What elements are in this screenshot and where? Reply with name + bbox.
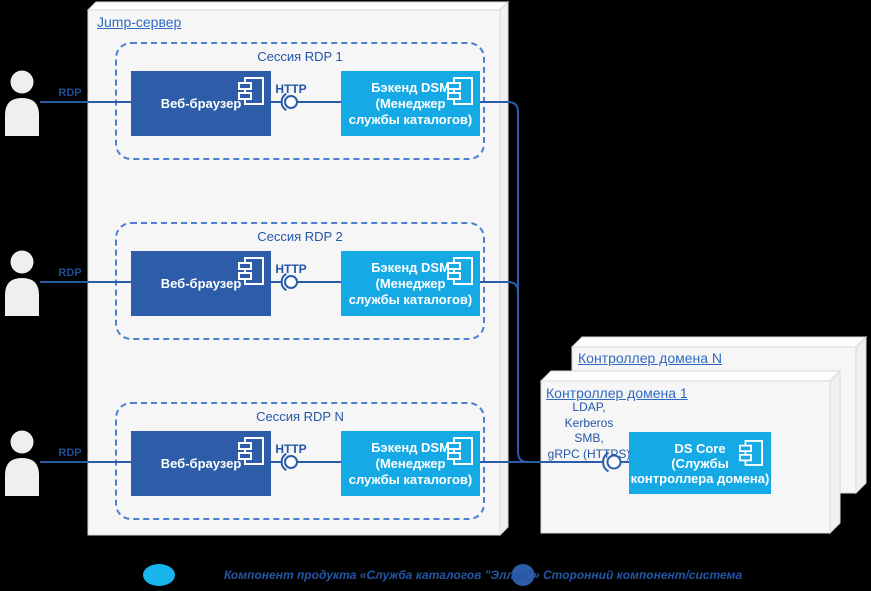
user-actor-icon-1 [5,70,39,136]
ds-core-label-line3: контроллера домена) [630,470,770,486]
dsm-backend-label-line3: службы каталогов) [348,291,473,307]
trunk-connector-session-2 [480,281,519,293]
dsm-backend-component-1: Бэкенд DSM (Менеджер службы каталогов) [341,71,480,136]
web-browser-label: Веб-браузер [160,455,242,471]
dsm-backend-label-line1: Бэкенд DSM [371,439,450,455]
user-actor-icon-3 [5,430,39,496]
component-icon [447,437,473,469]
dsm-backend-label-line3: службы каталогов) [348,471,473,487]
component-icon [238,257,264,289]
dsm-backend-label-line1: Бэкенд DSM [371,259,450,275]
session-rdp-2-label: Сессия RDP 2 [257,229,343,244]
rdp-connection-label-3: RDP [58,447,82,459]
component-icon [238,77,264,109]
dsm-backend-label-line2: (Менеджер [375,275,446,291]
http-interface-label-2: HTTP [275,262,307,276]
domain-controller-1-title: Контроллер домена 1 [546,385,688,401]
rdp-connection-label-1: RDP [58,87,82,99]
component-icon [238,437,264,469]
dsm-backend-component-2: Бэкенд DSM (Менеджер службы каталогов) [341,251,480,316]
legend-third-party-label: Сторонний компонент/система [543,568,743,582]
dsm-backend-label-line2: (Менеджер [375,95,446,111]
component-icon [447,257,473,289]
web-browser-component-n: Веб-браузер [131,431,271,496]
session-rdp-1-label: Сессия RDP 1 [257,49,343,64]
web-browser-label: Веб-браузер [160,275,242,291]
domain-controller-n-title: Контроллер домена N [578,350,723,366]
http-interface-label-n: HTTP [275,442,307,456]
component-icon [739,440,763,469]
web-browser-component-1: Веб-браузер [131,71,271,136]
jump-server-title: Jump-сервер [97,14,182,30]
user-actor-icon-2 [5,250,39,316]
ds-core-label-line2: (Службы [671,455,729,471]
dsm-backend-label-line1: Бэкенд DSM [371,79,450,95]
web-browser-label: Веб-браузер [160,95,242,111]
web-browser-component-2: Веб-браузер [131,251,271,316]
protocol-kerberos: Kerberos [564,415,614,430]
dsm-backend-label-line2: (Менеджер [375,455,446,471]
protocol-grpc: gRPC (HTTPS) [547,446,631,461]
dsm-backend-label-line3: службы каталогов) [348,111,473,127]
session-rdp-n-label: Сессия RDP N [256,409,344,424]
rdp-connection-label-2: RDP [58,267,82,279]
protocol-ldap: LDAP, [572,400,606,414]
trunk-connector-session-1 [480,101,529,463]
protocol-smb: SMB, [574,431,604,445]
http-interface-label-1: HTTP [275,82,307,96]
component-icon [447,77,473,109]
ds-core-label-line1: DS Core [674,440,726,456]
ds-core-component: DS Core (Службы контроллера домена) [629,432,771,494]
protocol-list: LDAP, Kerberos SMB, gRPC (HTTPS) [539,400,639,462]
dsm-backend-component-n: Бэкенд DSM (Менеджер службы каталогов) [341,431,480,496]
legend-product-component-dot [143,564,175,586]
legend-product-component-label: Компонент продукта «Служба каталогов "Эл… [224,568,540,582]
